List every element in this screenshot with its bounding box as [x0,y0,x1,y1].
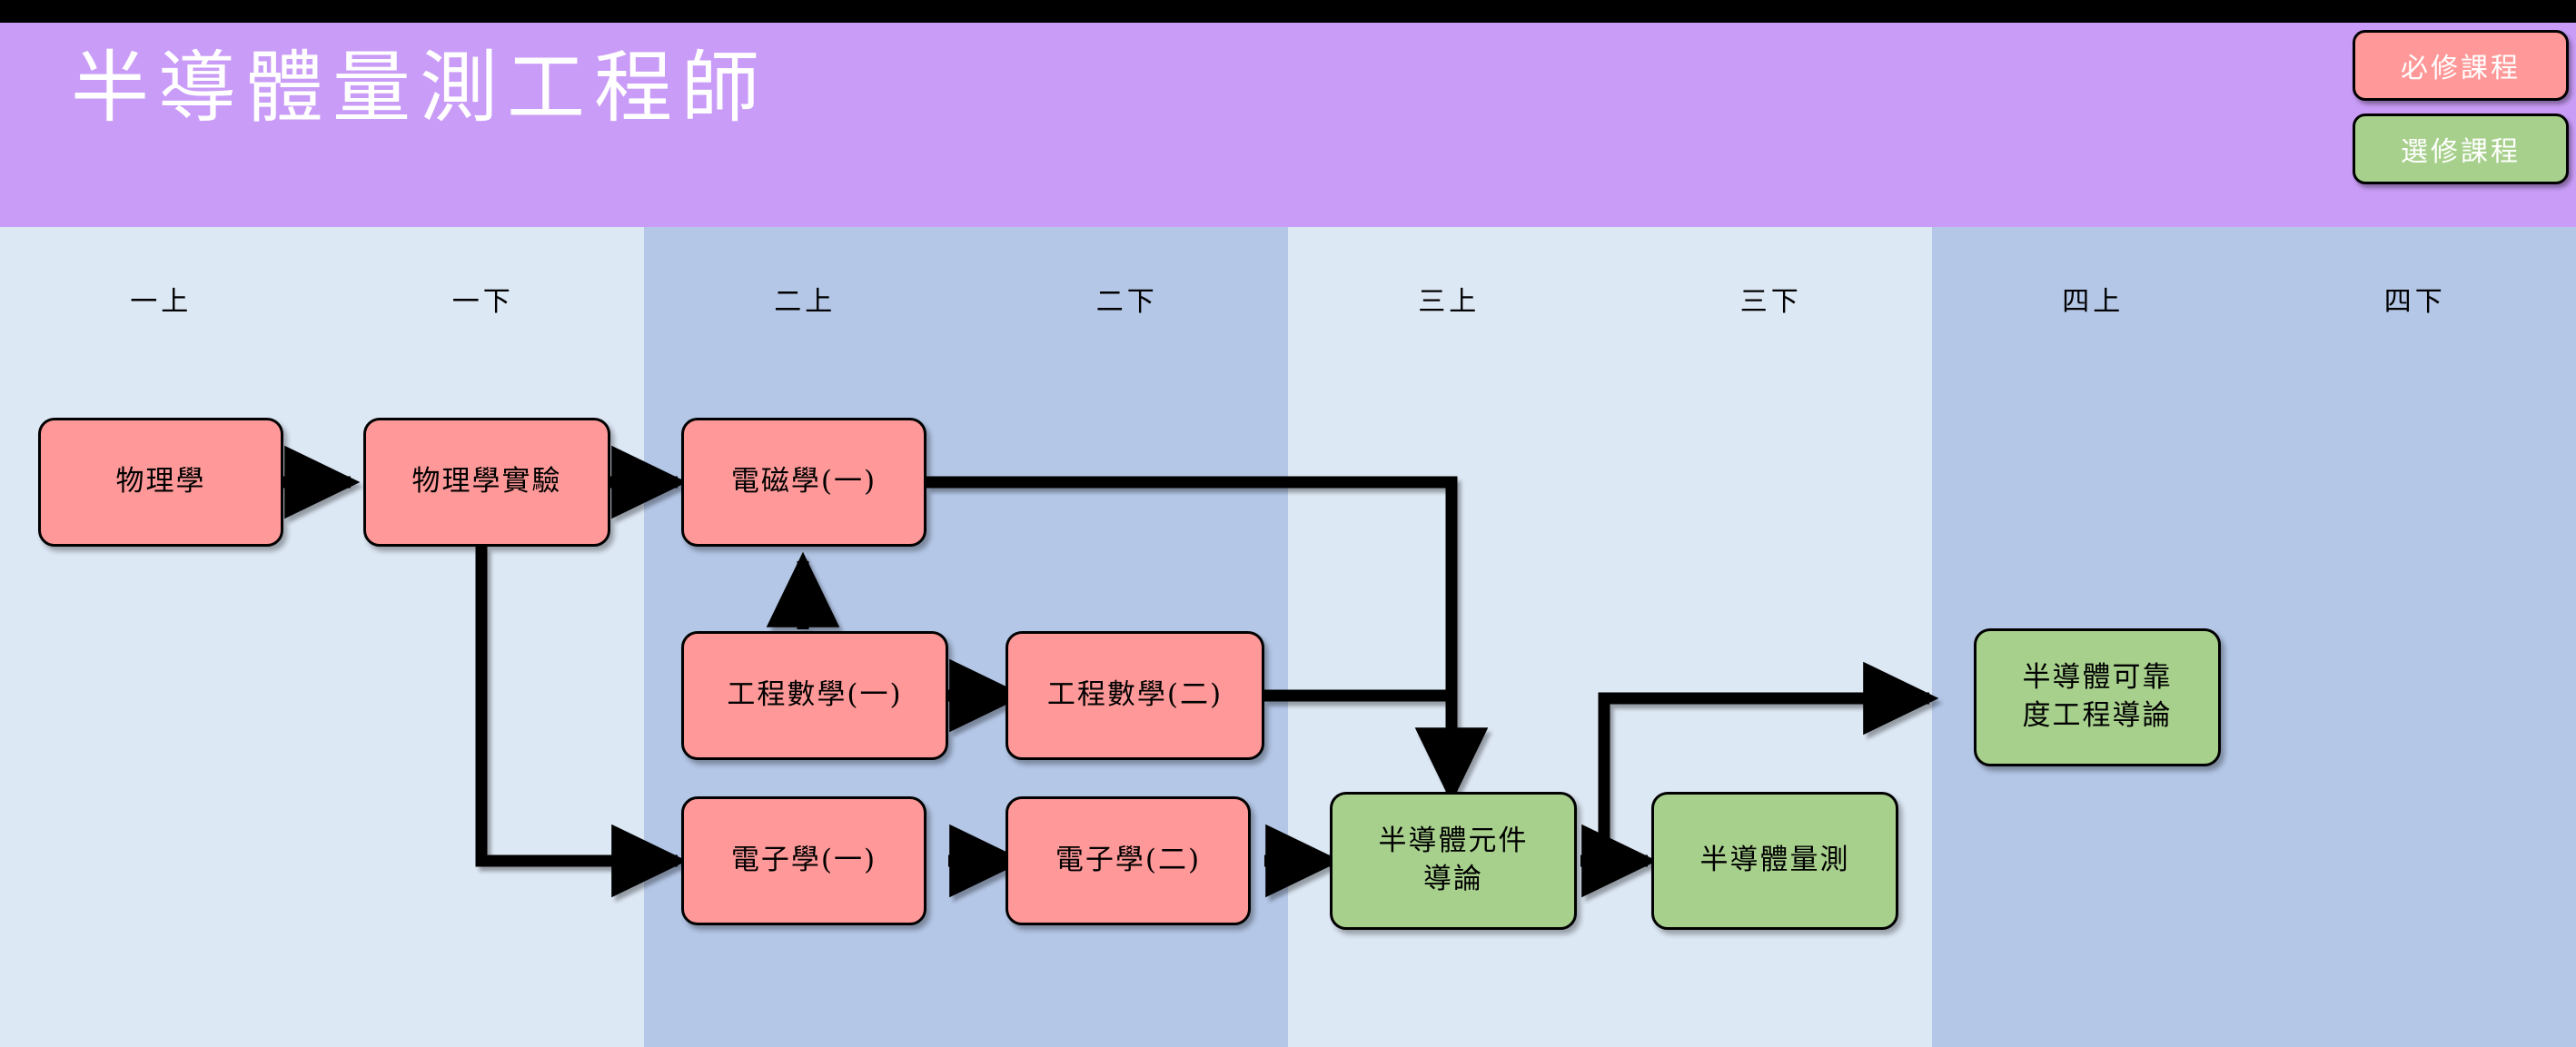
semester-label-2-1: 二上 [774,286,837,318]
course-label-semi-metrology: 半導體量測 [1699,844,1850,877]
page-title: 半導體量測工程師 [71,43,768,133]
legend-label-elective: 選修課程 [2401,136,2521,168]
band-year-1 [0,227,644,1047]
course-label-electronics-1: 電子學(一) [730,844,877,877]
semester-label-1-1: 一上 [130,286,193,318]
course-label-physics-lab: 物理學實驗 [411,465,562,499]
course-node-physics[interactable]: 物理學 [38,418,283,547]
course-label-semi-reliab-line1: 半導體可靠 [2022,661,2173,695]
semester-label-3-1: 三上 [1418,286,1481,318]
legend-item-required[interactable]: 必修課程 [2353,30,2569,101]
course-label-semi-device-line1: 半導體元件 [1378,825,1529,858]
page-header: 半導體量測工程師 必修課程 選修課程 [0,23,2576,227]
course-node-semi-reliab[interactable]: 半導體可靠 度工程導論 [1974,628,2221,766]
course-node-semi-metrology[interactable]: 半導體量測 [1651,792,1898,930]
semester-label-4-2: 四下 [2383,286,2446,318]
course-label-engmath-2: 工程數學(二) [1046,678,1224,712]
semester-label-1-2: 一下 [451,286,514,318]
course-label-physics: 物理學 [115,465,206,499]
semester-label-3-2: 三下 [1739,286,1802,318]
semester-label-4-1: 四上 [2062,286,2125,318]
edge-physics-lab-to-electronics1 [475,547,688,898]
course-node-electronics-1[interactable]: 電子學(一) [681,796,926,925]
course-node-semi-device[interactable]: 半導體元件 導論 [1330,792,1577,930]
legend-label-required: 必修課程 [2401,53,2521,84]
course-node-electronics-2[interactable]: 電子學(二) [1006,796,1251,925]
course-node-engmath-1[interactable]: 工程數學(一) [681,631,948,760]
course-label-electronics-2: 電子學(二) [1055,844,1202,877]
course-node-em-1[interactable]: 電磁學(一) [681,418,926,547]
course-label-semi-device-line2: 導論 [1423,863,1483,895]
top-black-strip [0,0,2576,23]
legend: 必修課程 選修課程 [2353,30,2569,184]
course-node-physics-lab[interactable]: 物理學實驗 [363,418,610,547]
course-label-em-1: 電磁學(一) [730,465,877,499]
course-label-semi-reliab-line2: 度工程導論 [2022,699,2173,732]
edge-semi-device-to-reliability [1598,661,1939,861]
semester-header-row: 一上 一下 二上 二下 三上 三下 四上 四下 [0,227,2576,327]
legend-item-elective[interactable]: 選修課程 [2353,114,2569,184]
semester-label-2-2: 二下 [1095,286,1158,318]
course-label-engmath-1: 工程數學(一) [727,678,903,712]
course-node-engmath-2[interactable]: 工程數學(二) [1006,631,1264,760]
